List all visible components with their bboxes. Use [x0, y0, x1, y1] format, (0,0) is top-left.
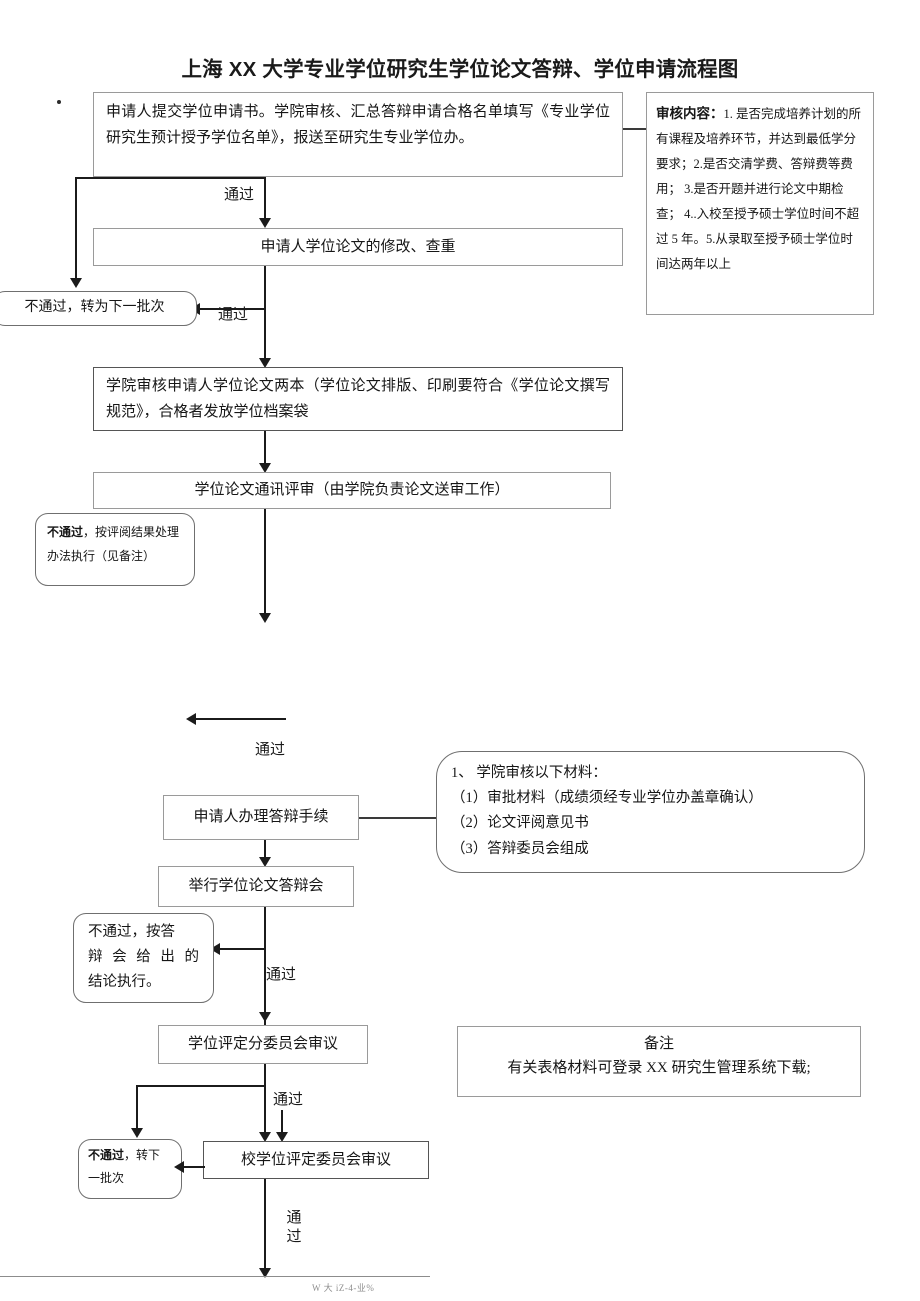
panel-remarks: 备注 有关表格材料可登录 XX 研究生管理系统下载; [457, 1026, 861, 1097]
panel-remarks-text: 备注 有关表格材料可登录 XX 研究生管理系统下载; [458, 1027, 860, 1085]
note-committee-fail: 不通过，转下 一批次 [78, 1139, 182, 1199]
note-defense-fail-line1: 不通过，按答 [88, 924, 175, 940]
edge-to-defense-fail-h [218, 948, 266, 950]
note-defense-fail-text: 不通过，按答 辩会给出的 结论执行。 [74, 914, 213, 1001]
node-university-committee: 校学位评定委员会审议 [203, 1141, 429, 1179]
panel-materials-text: 1、 学院审核以下材料： （1）审批材料（成绩须经专业学位办盖章确认） （2）论… [437, 752, 864, 871]
note-committee-fail-rest: ，转下 [124, 1148, 161, 1162]
edge-node7-down-secondary [281, 1110, 283, 1140]
note-review-result: 不通过，按评阅结果处理 办法执行（见备注） [35, 513, 195, 586]
panel-review-content-body: 1. 是否完成培养计划的所有课程及培养环节，并达到最低学分要求；2.是否交清学费… [656, 107, 862, 271]
note-review-result-line2: 办法执行（见备注） [47, 549, 156, 563]
node-sub-committee: 学位评定分委员会审议 [158, 1025, 368, 1064]
panel-materials: 1、 学院审核以下材料： （1）审批材料（成绩须经专业学位办盖章确认） （2）论… [436, 751, 865, 873]
panel-review-content-text: 审核内容：1. 是否完成培养计划的所有课程及培养环节，并达到最低学分要求；2.是… [647, 93, 873, 284]
note-review-result-rest: ，按评阅结果处理 [83, 525, 180, 539]
edge-node1-down [264, 177, 266, 223]
edge-to-next-batch-h [197, 308, 265, 310]
edge-node8-to-fail-h [182, 1166, 205, 1168]
node-apply-submit-text: 申请人提交学位申请书。学院审核、汇总答辩申请合格名单填写《专业学位研究生预计授予… [106, 104, 610, 147]
footer-watermark: W 大 iZ-4-业% [312, 1283, 375, 1293]
note-review-result-bold: 不通过 [47, 525, 84, 539]
edge-node7-branch-h [136, 1085, 265, 1087]
edge-node2-down-arrow [259, 358, 271, 368]
edge-node6-down [264, 907, 266, 1032]
edge-node3-down-arrow [259, 463, 271, 473]
note-defense-fail-line2: 辩会给出的 [88, 948, 199, 965]
edge-node3-down [264, 431, 266, 469]
note-defense-fail-line3: 结论执行。 [88, 973, 161, 990]
node-hold-defense-text: 举行学位论文答辩会 [188, 878, 324, 895]
edge-node7-branch-v [136, 1085, 138, 1132]
note-defense-fail: 不通过，按答 辩会给出的 结论执行。 [73, 913, 214, 1003]
edge-node5-to-materials-panel [359, 817, 436, 819]
node-college-review-text: 学院审核申请人学位论文两本（学位论文排版、印刷要符合《学位论文撰写规范》，合格者… [106, 378, 610, 421]
edge-node8-down [264, 1179, 266, 1275]
panel-review-content-heading: 审核内容： [656, 106, 724, 121]
node-blind-review-text: 学位论文通讯评审（由学院负责论文送审工作） [194, 482, 510, 499]
edge-label-pass-4: 通过 [266, 967, 297, 983]
panel-materials-item-1: （1）审批材料（成绩须经专业学位办盖章确认） [451, 790, 763, 807]
edge-label-pass-1: 通过 [224, 187, 255, 203]
node-defense-procedure: 申请人办理答辩手续 [163, 795, 359, 840]
node-blind-review: 学位论文通讯评审（由学院负责论文送审工作） [93, 472, 611, 509]
edge-continuation-h [196, 718, 286, 720]
panel-review-content: 审核内容：1. 是否完成培养计划的所有课程及培养环节，并达到最低学分要求；2.是… [646, 92, 874, 315]
edge-to-defense-fail-arrow [210, 943, 220, 955]
edge-node7-branch-arrow [131, 1128, 143, 1138]
panel-remarks-heading: 备注 [643, 1036, 674, 1052]
edge-node4-down-arrow [259, 613, 271, 623]
node-college-review: 学院审核申请人学位论文两本（学位论文排版、印刷要符合《学位论文撰写规范》，合格者… [93, 367, 623, 431]
edge-label-pass-6: 通过 [286, 1210, 302, 1245]
edge-node1-to-review-panel [623, 128, 646, 130]
node-apply-submit: 申请人提交学位申请书。学院审核、汇总答辩申请合格名单填写《专业学位研究生预计授予… [93, 92, 623, 177]
note-committee-fail-text: 不通过，转下 一批次 [79, 1140, 181, 1194]
edge-node6-down-arrow [259, 1012, 271, 1022]
edge-node4-down-long [264, 509, 266, 617]
edge-node7-down [264, 1064, 266, 1140]
edge-node1-branch-v [75, 177, 77, 282]
bullet-dot [57, 100, 61, 104]
note-committee-fail-bold: 不通过 [88, 1148, 125, 1162]
edge-node1-branch-arrow [70, 278, 82, 288]
node-sub-committee-text: 学位评定分委员会审议 [187, 1036, 338, 1053]
page-title: 上海 XX 大学专业学位研究生学位论文答辩、学位申请流程图 [181, 58, 739, 81]
panel-materials-item-3: （3）答辩委员会组成 [451, 840, 589, 857]
edge-node5-down [264, 840, 266, 862]
edge-node8-to-fail-arrow [174, 1161, 184, 1173]
edge-node7-down-secondary-arrow [276, 1132, 288, 1142]
note-review-result-text: 不通过，按评阅结果处理 办法执行（见备注） [36, 514, 194, 574]
panel-remarks-body: 有关表格材料可登录 XX 研究生管理系统下载; [507, 1060, 811, 1076]
node-thesis-revise-text: 申请人学位论文的修改、查重 [260, 238, 456, 255]
note-committee-fail-line2: 一批次 [88, 1170, 125, 1185]
edge-label-pass-3: 通过 [255, 742, 286, 758]
footer-rule [0, 1276, 430, 1277]
edge-node7-down-arrow [259, 1132, 271, 1142]
edge-label-pass-2: 通过 [218, 307, 249, 323]
edge-label-pass-5: 通过 [273, 1092, 304, 1108]
node-defense-procedure-text: 申请人办理答辩手续 [193, 809, 329, 826]
node-thesis-revise: 申请人学位论文的修改、查重 [93, 228, 623, 266]
note-next-batch: 不通过，转为下一批次 [0, 291, 197, 326]
node-university-committee-text: 校学位评定委员会审议 [240, 1151, 391, 1168]
edge-continuation-arrow [186, 713, 196, 725]
edge-node5-down-arrow [259, 857, 271, 867]
edge-node1-down-arrow [259, 218, 271, 228]
node-hold-defense: 举行学位论文答辩会 [158, 866, 354, 907]
edge-node1-branch-h [75, 177, 265, 179]
edge-node2-down [264, 266, 266, 366]
panel-materials-heading: 1、 学院审核以下材料： [451, 765, 607, 781]
edge-node8-down-arrow [259, 1268, 271, 1278]
note-next-batch-text: 不通过，转为下一批次 [24, 300, 165, 316]
panel-materials-item-2: （2）论文评阅意见书 [451, 815, 589, 832]
